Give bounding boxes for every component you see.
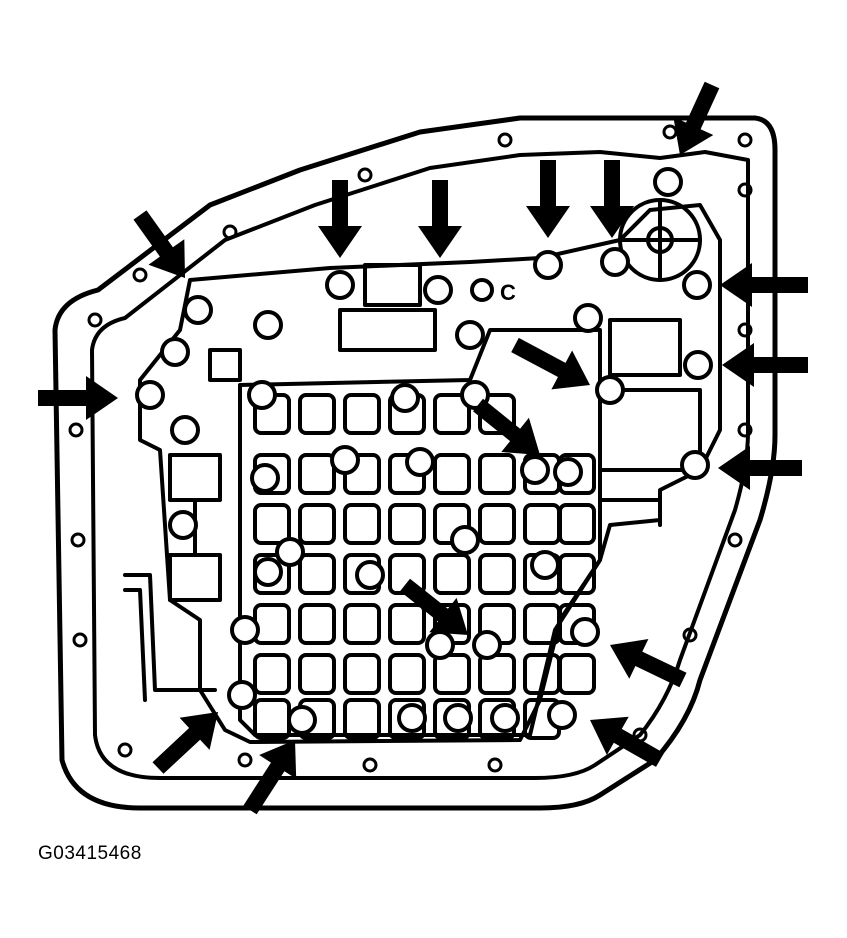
passage-cell [478, 453, 516, 495]
bolt-head-icon [600, 247, 630, 277]
bold-arrow-icon [610, 639, 687, 688]
passage-cell [298, 553, 336, 595]
bold-arrow-icon [511, 337, 590, 390]
bold-arrow-icon [673, 81, 720, 155]
port-stamp: C [500, 280, 516, 305]
passage-cell [298, 503, 336, 545]
bolt-head-icon [355, 560, 385, 590]
bolt-head-icon [227, 680, 257, 710]
bolt-head-icon [573, 303, 603, 333]
bolt-head-icon [680, 450, 710, 480]
bolt-head-icon [135, 380, 165, 410]
passage-cell [343, 503, 381, 545]
passage-cell [388, 653, 426, 695]
passage-cell [298, 653, 336, 695]
passage-cell [433, 453, 471, 495]
bolt-head-icon [160, 337, 190, 367]
figure-code: G03415468 [38, 843, 142, 864]
passage-cell [343, 653, 381, 695]
bolt-head-icon [653, 167, 683, 197]
passage-cell [343, 603, 381, 645]
bolt-head-icon [330, 445, 360, 475]
bold-arrow-icon [243, 740, 297, 815]
bolt-head-icon [450, 525, 480, 555]
passage-cell [253, 603, 291, 645]
bold-arrow-icon [718, 446, 802, 490]
bolt-head-icon [287, 705, 317, 735]
passage-cell [388, 603, 426, 645]
bolt-head-icon [490, 703, 520, 733]
bolt-head-icon [168, 510, 198, 540]
flange-holes [68, 124, 753, 773]
bold-arrow-icon [590, 160, 634, 238]
right-channels [598, 318, 702, 527]
bolt-head-icon [423, 275, 453, 305]
pan-outer-outline [52, 115, 778, 811]
passage-cell [343, 393, 381, 435]
separator-plate [238, 328, 602, 737]
passage-cell [558, 503, 596, 545]
bold-arrow-icon [720, 263, 808, 307]
passage-cell [253, 653, 291, 695]
passage-cell [298, 453, 336, 495]
bolt-heads [135, 167, 713, 735]
passage-cell [253, 503, 291, 545]
bold-arrow-icon [400, 578, 468, 635]
passage-cell [433, 653, 471, 695]
passage-cell [478, 553, 516, 595]
bolt-head-icon [405, 447, 435, 477]
passage-cell [558, 653, 596, 695]
bolt-head-icon [530, 550, 560, 580]
bolt-head-icon [425, 630, 455, 660]
bolt-head-icon [553, 457, 583, 487]
bolt-head-icon [683, 350, 713, 380]
bold-arrow-icon [418, 180, 462, 258]
pan-inner-outline [90, 150, 750, 780]
bolt-head-icon [250, 463, 280, 493]
bolt-head-icon [253, 557, 283, 587]
bolt-head-icon [595, 375, 625, 405]
passage-cell [478, 503, 516, 545]
passage-cell [298, 393, 336, 435]
bolt-head-icon [390, 383, 420, 413]
passage-cell [558, 553, 596, 595]
passage-cell [433, 553, 471, 595]
bold-arrow-icon [318, 180, 362, 258]
bolt-head-icon [472, 630, 502, 660]
port-stamp-fitting [470, 278, 494, 302]
bolt-head-icon [253, 310, 283, 340]
bolt-head-icon [570, 617, 600, 647]
bold-arrow-icon [722, 343, 808, 387]
bold-arrow-icon [152, 712, 218, 774]
bolt-head-icon [397, 703, 427, 733]
bolt-head-icon [533, 250, 563, 280]
bolt-head-icon [170, 415, 200, 445]
bolt-head-icon [247, 380, 277, 410]
bold-arrow-icon [38, 376, 118, 420]
passage-cell [388, 503, 426, 545]
solenoid-assembly [123, 263, 437, 702]
bolt-head-icon [455, 320, 485, 350]
passage-cell [523, 503, 561, 545]
bolt-head-icon [325, 270, 355, 300]
bolt-head-icon [682, 270, 712, 300]
passage-cell [478, 653, 516, 695]
bold-arrow-icon [590, 716, 664, 767]
bolt-locator-arrows [38, 81, 808, 815]
bolt-head-icon [547, 700, 577, 730]
bolt-head-icon [443, 703, 473, 733]
passage-cell [433, 393, 471, 435]
bolt-head-icon [230, 615, 260, 645]
passage-cell [343, 698, 381, 740]
bolt-head-icon [275, 537, 305, 567]
accumulator-disc [618, 198, 702, 282]
bolt-head-icon [520, 455, 550, 485]
bold-arrow-icon [133, 210, 185, 278]
passage-cell [253, 698, 291, 740]
bold-arrow-icon [473, 398, 540, 455]
bolt-head-icon [183, 295, 213, 325]
passage-cell [298, 603, 336, 645]
bold-arrow-icon [526, 160, 570, 238]
